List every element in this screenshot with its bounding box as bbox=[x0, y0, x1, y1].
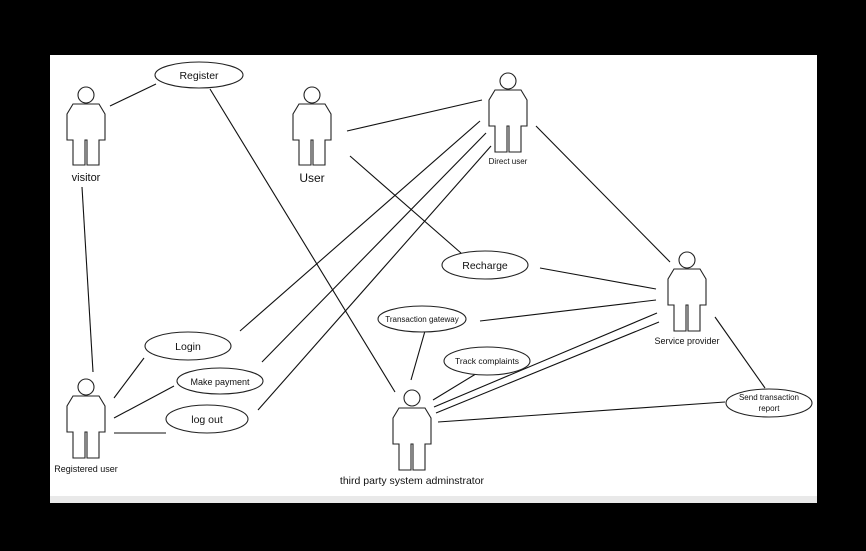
actor-direct-user-label: Direct user bbox=[489, 157, 528, 166]
associations bbox=[81, 83, 766, 434]
canvas-bottom-strip bbox=[50, 496, 817, 503]
actor-registered-user: Registered user bbox=[54, 378, 118, 474]
actor-registered-user-label: Registered user bbox=[54, 464, 118, 474]
actor-registered-user-body bbox=[66, 395, 106, 459]
actor-third-party-admin-head bbox=[403, 389, 421, 407]
usecase-send-transaction-report-label-2: report bbox=[759, 404, 781, 413]
actor-service-provider-head bbox=[678, 251, 696, 269]
usecase-register: Register bbox=[154, 61, 244, 89]
actor-registered-user-head bbox=[77, 378, 95, 396]
assoc-visitor-register bbox=[109, 83, 157, 107]
assoc-user-directuser bbox=[346, 99, 483, 132]
actor-direct-user-body bbox=[488, 89, 528, 153]
usecase-transaction-gateway: Transaction gateway bbox=[377, 305, 467, 333]
usecase-recharge-label: Recharge bbox=[462, 260, 508, 272]
actor-third-party-admin: third party system adminstrator bbox=[340, 389, 485, 487]
assoc-user-recharge bbox=[349, 155, 462, 254]
actor-visitor: visitor bbox=[66, 86, 106, 184]
usecase-login-label: Login bbox=[175, 341, 201, 353]
actor-direct-user: Direct user bbox=[488, 72, 528, 166]
assoc-admin-report bbox=[437, 401, 726, 423]
actor-visitor-body bbox=[66, 103, 106, 166]
assoc-gateway-provider bbox=[479, 299, 657, 322]
usecase-recharge: Recharge bbox=[441, 250, 529, 280]
assoc-recharge-provider bbox=[539, 267, 657, 290]
assoc-provider-report bbox=[714, 316, 766, 389]
assoc-gateway-admin bbox=[410, 330, 426, 381]
usecase-transaction-gateway-label: Transaction gateway bbox=[385, 315, 459, 324]
actor-user-label: User bbox=[299, 171, 324, 185]
usecase-register-label: Register bbox=[179, 70, 219, 82]
usecase-send-transaction-report: Send transaction report bbox=[725, 388, 813, 418]
assoc-track-admin bbox=[432, 371, 480, 401]
assoc-provider-admin-1 bbox=[433, 312, 658, 408]
assoc-directuser-logout bbox=[257, 145, 492, 411]
assoc-directuser-login bbox=[239, 120, 481, 332]
usecase-log-out-label: log out bbox=[191, 414, 223, 426]
actor-service-provider: Service provider bbox=[654, 251, 720, 346]
usecase-track-complaints-label: Track complaints bbox=[455, 356, 519, 366]
actor-visitor-head bbox=[77, 86, 95, 104]
actor-third-party-admin-body bbox=[392, 407, 432, 471]
assoc-register-admin bbox=[209, 88, 396, 393]
usecase-track-complaints: Track complaints bbox=[443, 346, 531, 376]
usecase-make-payment-label: Make payment bbox=[190, 377, 250, 387]
usecase-log-out: log out bbox=[165, 404, 249, 434]
actor-user-body bbox=[292, 103, 332, 166]
actor-visitor-label: visitor bbox=[72, 172, 101, 184]
actor-service-provider-body bbox=[667, 268, 707, 332]
actor-user: User bbox=[292, 86, 332, 185]
usecase-make-payment: Make payment bbox=[176, 367, 264, 395]
usecase-login: Login bbox=[144, 331, 232, 361]
assoc-directuser-payment bbox=[261, 132, 487, 363]
actor-user-head bbox=[303, 86, 321, 104]
actor-third-party-admin-label: third party system adminstrator bbox=[340, 475, 485, 487]
assoc-visitor-registered bbox=[81, 186, 94, 373]
assoc-registered-payment bbox=[113, 385, 175, 419]
assoc-registered-login bbox=[113, 357, 145, 399]
assoc-directuser-provider bbox=[535, 125, 671, 263]
usecase-send-transaction-report-label-1: Send transaction bbox=[739, 393, 799, 402]
assoc-provider-admin-2 bbox=[435, 321, 660, 414]
actor-service-provider-label: Service provider bbox=[654, 336, 719, 346]
actor-direct-user-head bbox=[499, 72, 517, 90]
